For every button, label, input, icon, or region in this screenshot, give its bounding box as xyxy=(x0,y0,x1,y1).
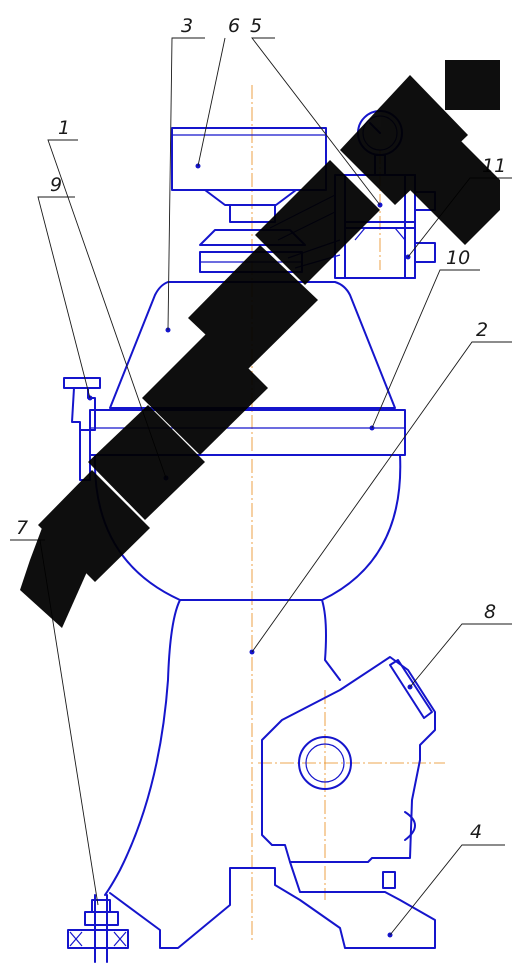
motor-housing xyxy=(261,656,436,889)
valve-inner-notch xyxy=(354,227,406,241)
callout-9: 9 xyxy=(50,174,62,196)
leader-5 xyxy=(251,37,381,206)
callout-6: 6 xyxy=(228,15,240,37)
base xyxy=(109,861,436,949)
leader-4 xyxy=(389,844,505,936)
frame-left-flank xyxy=(104,599,181,896)
tap-bracket xyxy=(79,429,91,481)
tap-handle xyxy=(63,377,101,389)
callout-2: 2 xyxy=(476,319,488,341)
bolt-washer xyxy=(84,911,119,926)
base-outline xyxy=(109,861,436,949)
callout-labels: 3 6 5 1 9 11 10 2 8 7 4 xyxy=(16,15,506,843)
leader-1 xyxy=(47,139,167,479)
watermark-stroke-1 xyxy=(445,60,500,110)
callout-10: 10 xyxy=(446,247,470,269)
callout-1: 1 xyxy=(58,117,70,139)
motor-port-inner xyxy=(305,743,345,783)
callout-7: 7 xyxy=(16,517,28,539)
watermark-stroke-5 xyxy=(188,245,318,372)
leader-10 xyxy=(371,269,480,429)
watermark-stroke-9 xyxy=(20,520,90,628)
callout-8: 8 xyxy=(484,601,496,623)
callout-5: 5 xyxy=(250,15,262,37)
watermark-stroke-8 xyxy=(38,470,150,582)
watermark-stroke-2 xyxy=(340,75,468,205)
bolt-plate-cross xyxy=(69,931,127,947)
feed-block-neck xyxy=(229,204,276,223)
motor-port-outer xyxy=(298,736,352,790)
anchor-bolt xyxy=(67,894,129,963)
leader-8 xyxy=(409,623,512,688)
motor-side-boss xyxy=(404,811,416,841)
bolt-base-plate xyxy=(67,929,129,949)
watermark-stroke-4 xyxy=(255,160,380,285)
leader-7 xyxy=(10,539,99,906)
leader-3 xyxy=(167,37,205,331)
watermark-stroke-6 xyxy=(142,330,268,455)
motor-housing-outline xyxy=(261,656,436,863)
hopper-body xyxy=(171,127,327,191)
leader-2 xyxy=(251,341,512,653)
valve-lower-nozzle xyxy=(414,242,436,263)
cover-outline xyxy=(109,281,396,409)
frame-right-flank xyxy=(321,599,341,681)
hopper-outlet xyxy=(204,189,297,206)
motor-foot-bolt xyxy=(382,871,396,889)
watermark xyxy=(20,60,500,628)
watermark-stroke-7 xyxy=(88,405,205,520)
callout-4: 4 xyxy=(470,821,482,843)
watermark-stroke-3 xyxy=(400,120,500,245)
motor-cover-bolt xyxy=(389,659,433,719)
leader-9 xyxy=(37,196,91,399)
leader-6 xyxy=(197,37,226,167)
callout-3: 3 xyxy=(181,15,193,37)
